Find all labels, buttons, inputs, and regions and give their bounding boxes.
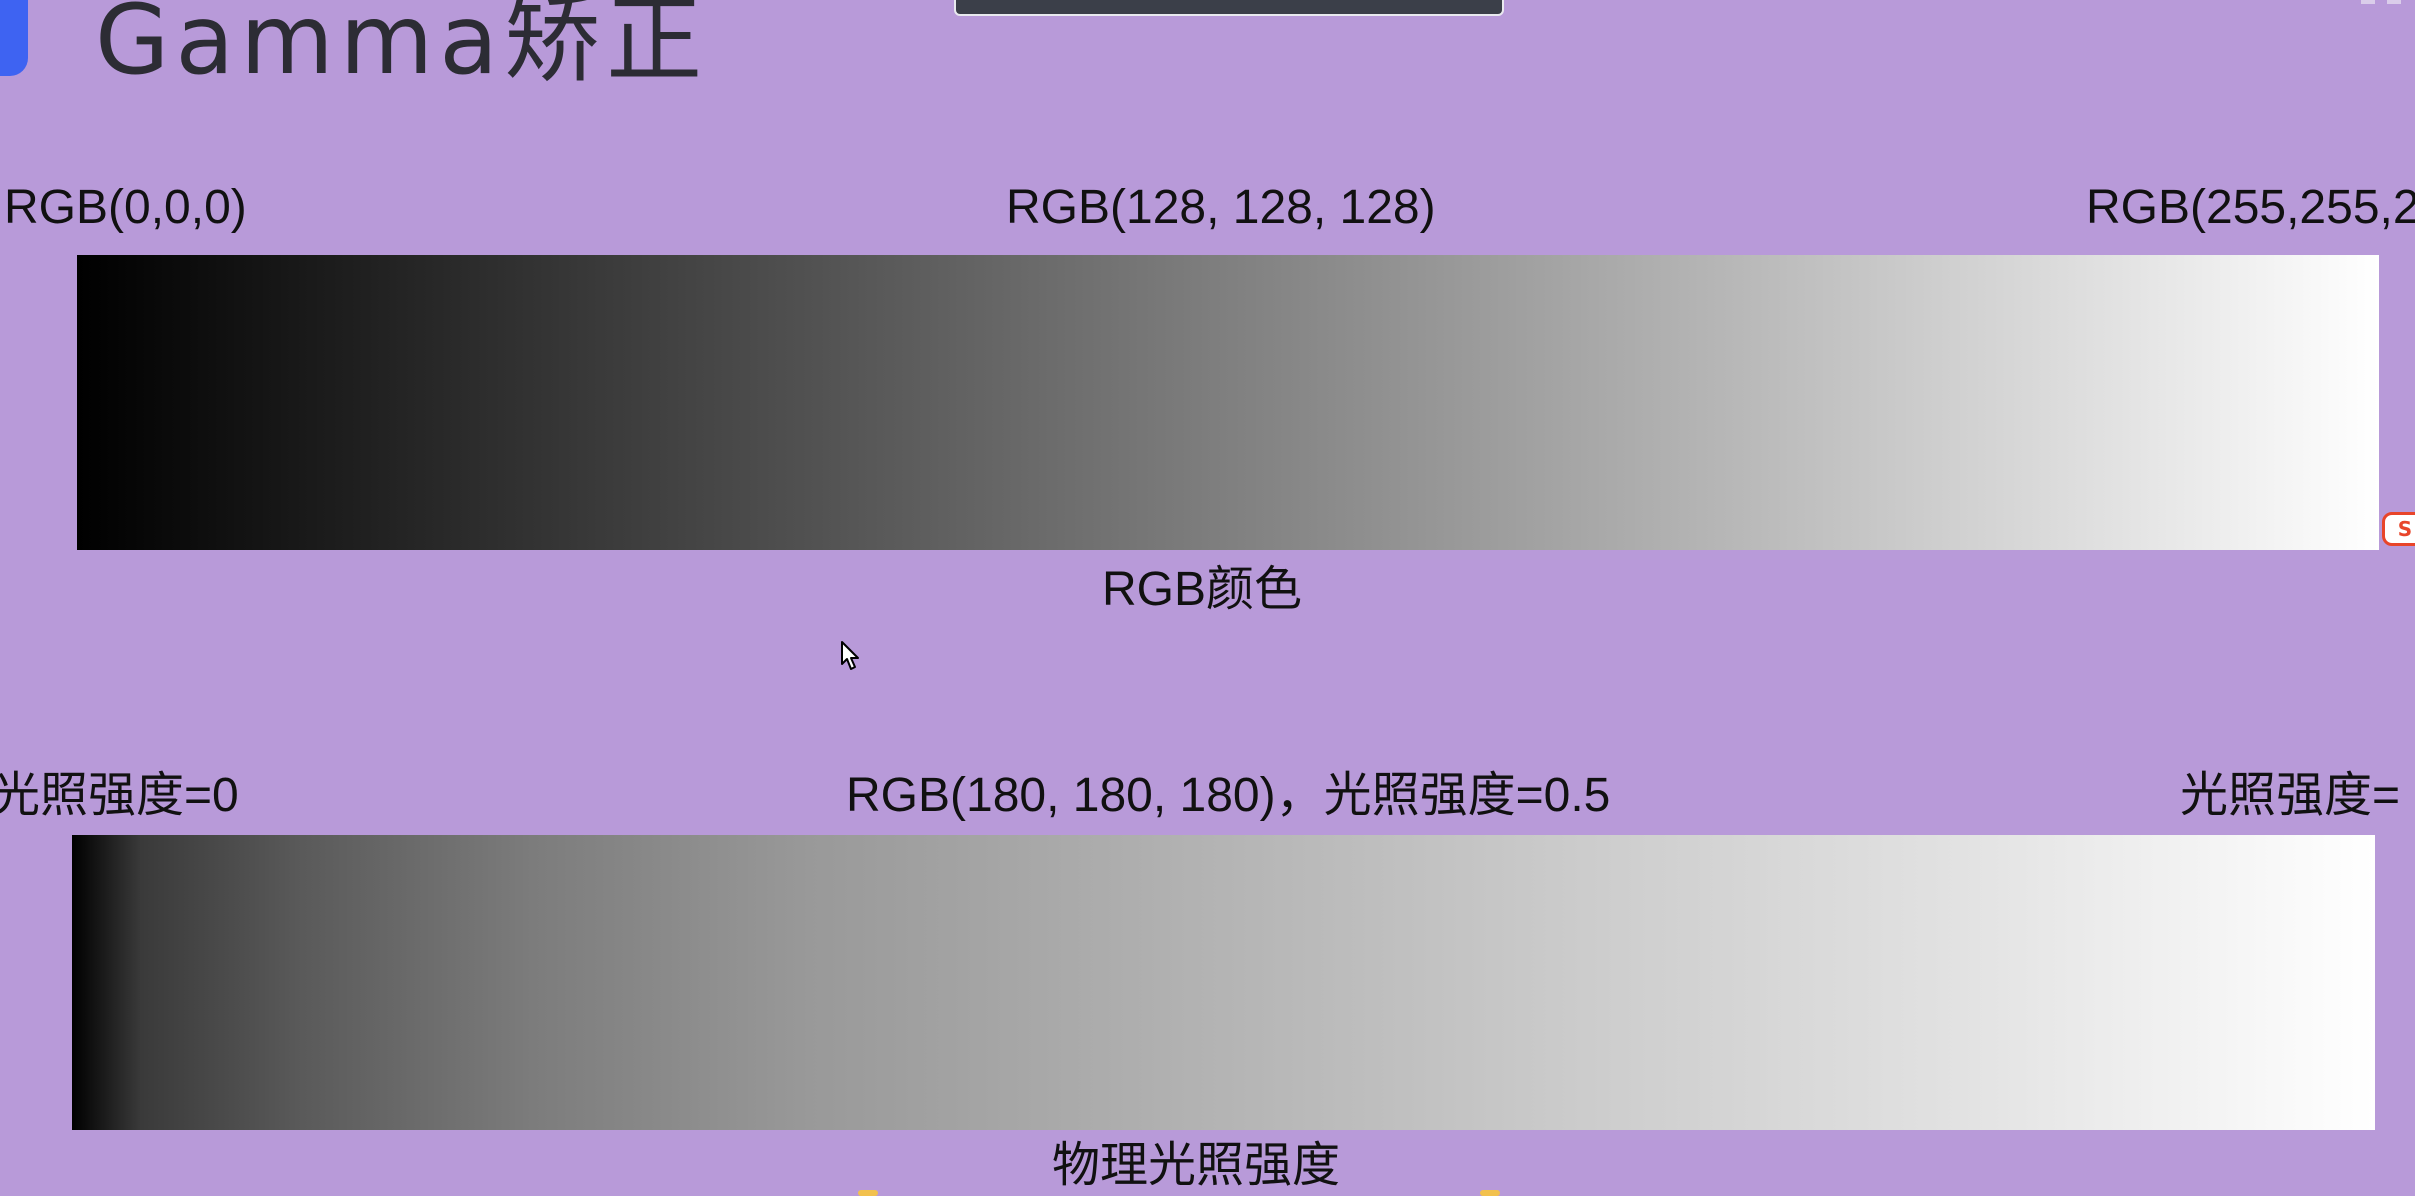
phys-left-label: 光照强度=0 <box>0 769 239 822</box>
rgb-caption: RGB颜色 <box>1102 563 1303 616</box>
annotation-mark <box>1480 1190 1500 1196</box>
rgb-right-label: RGB(255,255,2 <box>2086 181 2415 234</box>
screen-share-toolbar[interactable] <box>954 0 1504 16</box>
page-title: Gamma矫正 <box>95 0 709 96</box>
rgb-gradient-bar <box>77 255 2379 550</box>
physical-gradient-bar <box>72 835 2375 1130</box>
rgb-middle-label: RGB(128, 128, 128) <box>1006 181 1436 234</box>
phys-middle-label: RGB(180, 180, 180)，光照强度=0.5 <box>846 769 1611 822</box>
annotation-mark <box>858 1190 878 1196</box>
minimize-icon[interactable] <box>2361 0 2375 4</box>
title-accent-bar <box>0 0 28 76</box>
sogou-ime-icon[interactable]: S <box>2382 512 2415 546</box>
phys-caption: 物理光照强度 <box>1052 1139 1341 1192</box>
phys-right-label: 光照强度= <box>2180 769 2401 822</box>
window-controls[interactable] <box>2355 0 2415 8</box>
maximize-icon[interactable] <box>2387 0 2401 4</box>
mouse-pointer-icon <box>841 641 859 670</box>
rgb-left-label: RGB(0,0,0) <box>4 181 247 234</box>
